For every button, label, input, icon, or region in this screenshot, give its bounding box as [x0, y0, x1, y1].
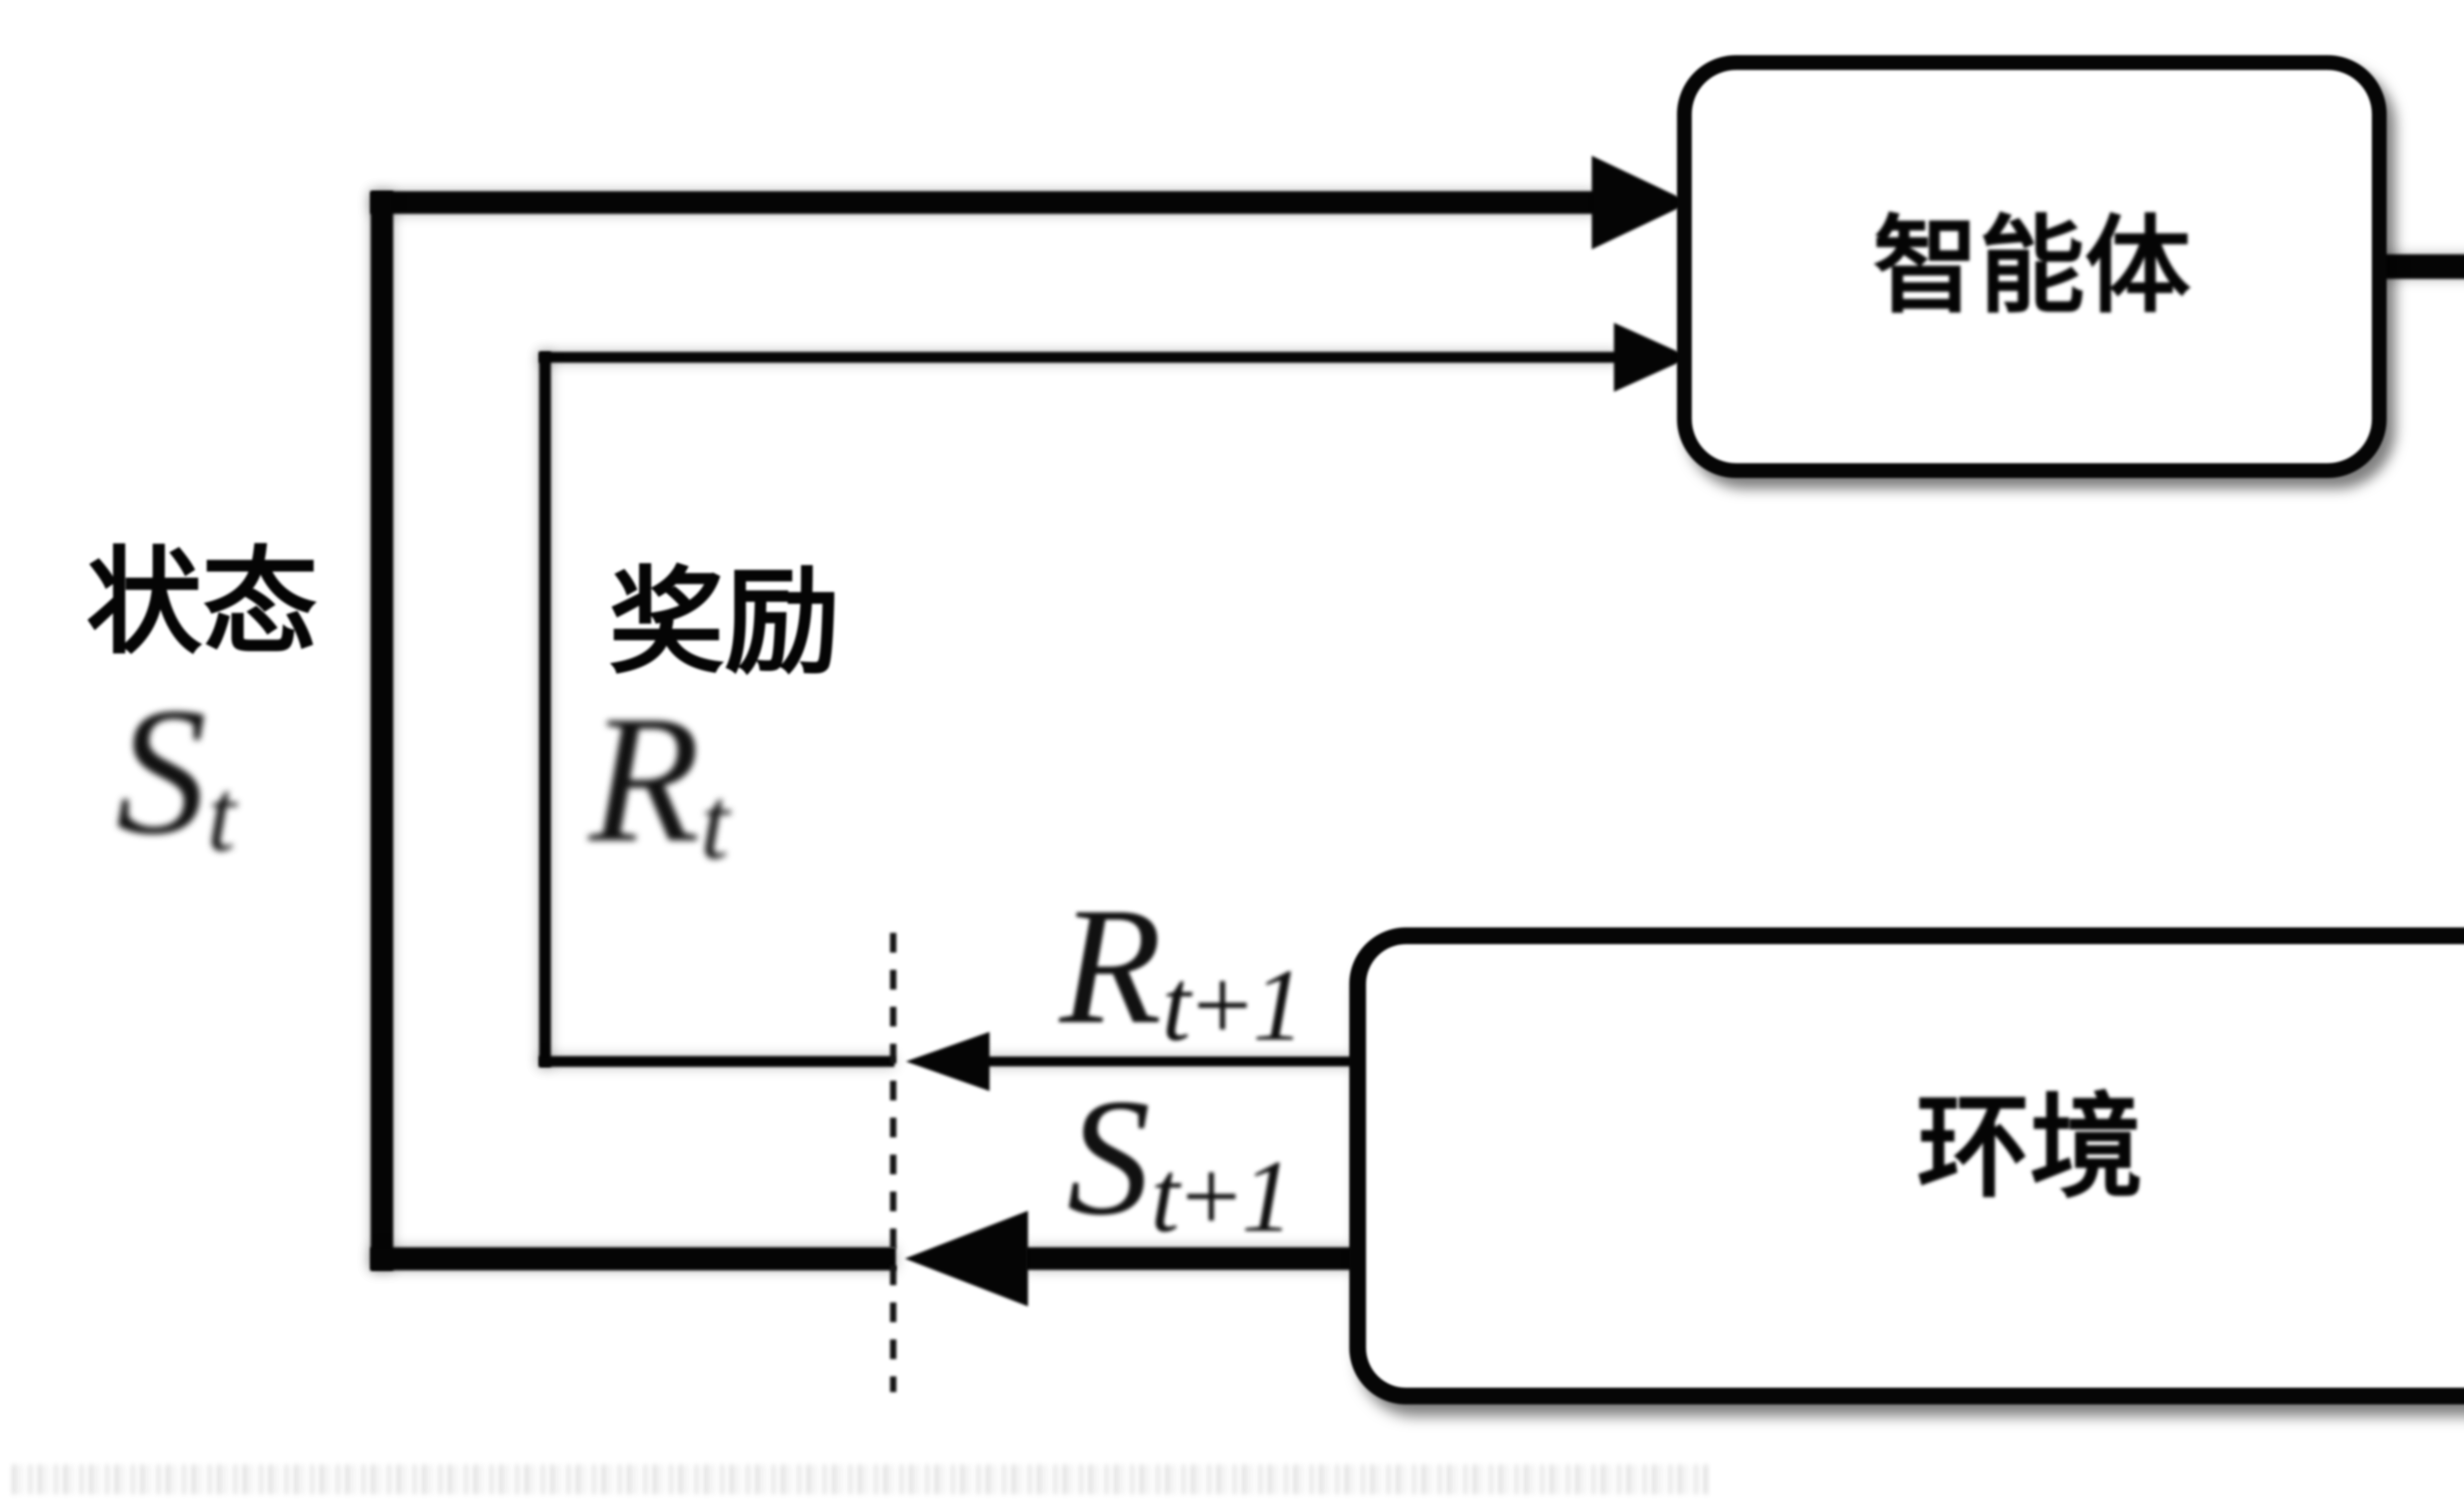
next-state-symbol: St+1: [1067, 1073, 1293, 1248]
state-symbol-main: S: [116, 670, 207, 872]
cropped-caption-artifact: [12, 1465, 1708, 1494]
reward-label: 奖励: [609, 559, 840, 687]
next-reward-arrowhead: [906, 1032, 990, 1091]
next-state-symbol-main: S: [1067, 1064, 1151, 1250]
next-state-line: [1025, 1247, 1353, 1270]
reward-symbol-subscript: t: [700, 766, 729, 881]
environment-label: 环境: [1916, 1086, 2143, 1211]
agent-label: 智能体: [1873, 207, 2191, 326]
state-loop-top-line: [371, 191, 1597, 214]
environment-box: 环境: [1349, 927, 2464, 1404]
next-state-symbol-subscript: t+1: [1151, 1139, 1293, 1254]
time-step-dashed-divider: [890, 933, 896, 1392]
action-loop-top-line: [2372, 254, 2464, 279]
reward-loop-top-line: [539, 352, 1619, 363]
state-symbol: St: [116, 680, 236, 867]
next-reward-line: [986, 1057, 1353, 1066]
reward-symbol: Rt: [589, 688, 729, 875]
state-symbol-subscript: t: [207, 758, 236, 873]
next-reward-symbol-subscript: t+1: [1162, 948, 1304, 1062]
next-state-arrowhead: [905, 1211, 1028, 1306]
reward-loop-left-line: [539, 352, 551, 1067]
next-reward-symbol: Rt+1: [1060, 882, 1304, 1057]
reward-loop-bottom-line: [539, 1056, 894, 1067]
state-loop-bottom-line: [371, 1247, 896, 1270]
reward-symbol-main: R: [589, 678, 701, 880]
state-loop-left-line: [371, 191, 393, 1270]
next-reward-symbol-main: R: [1060, 873, 1162, 1059]
agent-box: 智能体: [1677, 55, 2387, 478]
state-label: 状态: [86, 540, 318, 668]
state-arrowhead-into-agent: [1592, 156, 1690, 249]
